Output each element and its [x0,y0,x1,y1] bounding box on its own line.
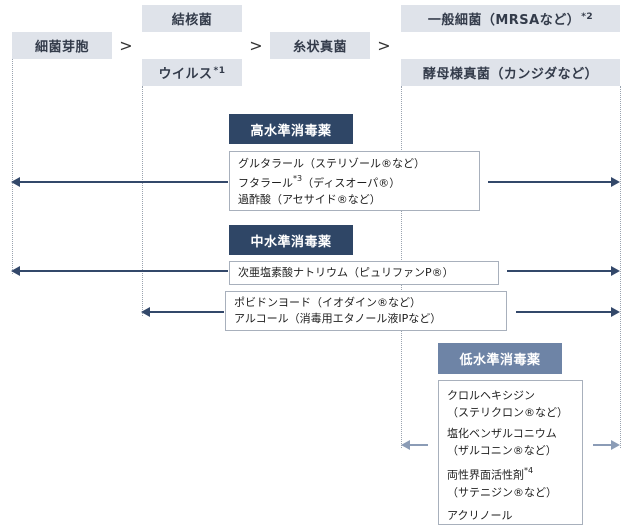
mid-box-povidone-alcohol: ポビドンヨード（イオダイン®など） アルコール（消毒用エタノール液IPなど） [225,291,507,331]
high-item-peracetic: 過酢酸（アセサイド®など） [238,192,381,206]
high-level-box: グルタラール（ステリゾール®など） フタラール*3（ディスオーパ®） 過酢酸（ア… [229,151,480,211]
mid-arrow2-left-head [141,307,150,317]
mid-arrow2-right-head [611,307,620,317]
low-arrow-left-head [401,440,410,450]
mid-arrow1-left-line [20,270,228,272]
mid-item-povidone: ポビドンヨード（イオダイン®など） [234,296,421,309]
mid-arrow1-right-head [611,266,620,276]
low-item-benzalkonium: 塩化ベンザルコニウム [447,427,557,440]
mid-level-title: 中水準消毒薬 [229,225,353,255]
separator-1: > [119,36,133,55]
mid-arrow2-right-line [516,311,612,313]
organism-yeast-fungi: 酵母様真菌（カンジダなど） [401,59,620,86]
high-arrow-right-line [488,181,612,183]
low-item-amphoteric: 両性界面活性剤*4 [447,466,534,482]
high-arrow-right-head [611,177,620,187]
organism-spores: 細菌芽胞 [12,32,112,59]
mid-item-hypochlorite: 次亜塩素酸ナトリウム（ピュリファンP®） [238,266,454,279]
mid-box-hypochlorite: 次亜塩素酸ナトリウム（ピュリファンP®） [229,261,499,285]
organism-general-bacteria: 一般細菌（MRSAなど）*2 [401,5,620,32]
low-level-box: クロルヘキシジン （ステリクロン®など） 塩化ベンザルコニウム （ザルコニン®な… [438,380,583,525]
low-level-title: 低水準消毒薬 [438,343,562,374]
low-item-chlorhexidine: クロルヘキシジン [447,389,535,402]
low-item-chlorhexidine-brand: （ステリクロン®など） [447,406,568,419]
high-arrow-left-line [20,181,228,183]
low-item-acrinol: アクリノール [447,508,513,522]
organism-tuberculosis: 結核菌 [142,5,242,32]
guide-line-tb-virus [142,86,143,316]
mid-arrow1-right-line [507,270,612,272]
high-arrow-left-head [11,177,20,187]
high-level-title: 高水準消毒薬 [229,114,353,144]
guide-line-right [620,86,621,448]
mid-arrow1-left-head [11,266,20,276]
separator-3: > [377,36,391,55]
high-item-glutaral: グルタラール（ステリゾール®など） [238,157,425,170]
low-item-amphoteric-brand: （サテニジン®など） [447,485,557,499]
low-item-benzalkonium-brand: （ザルコニン®など） [447,444,557,457]
guide-line-spores [12,59,13,274]
low-arrow-left-line [410,444,428,446]
high-item-phthalal: フタラール*3（ディスオーパ®） [238,174,401,190]
mid-arrow2-left-line [150,311,224,313]
organism-virus: ウイルス*1 [142,59,242,86]
mid-item-alcohol: アルコール（消毒用エタノール液IPなど） [234,312,442,325]
organism-filamentous-fungi: 糸状真菌 [270,32,370,59]
separator-2: > [249,36,263,55]
low-arrow-right-head [611,440,620,450]
low-arrow-right-line [593,444,612,446]
